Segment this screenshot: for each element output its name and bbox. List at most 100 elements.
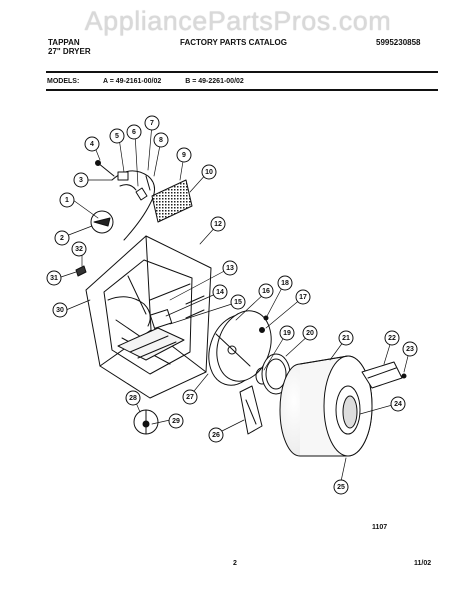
- model-b: B = 49-2261-00/02: [185, 78, 244, 85]
- callout-bubble: [279, 325, 295, 341]
- callout-29: 29: [168, 413, 184, 429]
- wire-harness: [95, 160, 155, 241]
- callout-label: 26: [212, 432, 220, 439]
- callout-label: 9: [182, 152, 186, 159]
- callout-22: 22: [384, 330, 400, 346]
- callout-bubble: [208, 427, 224, 443]
- callout-label: 7: [150, 120, 154, 127]
- callout-23: 23: [402, 341, 418, 357]
- callout-label: 12: [214, 221, 222, 228]
- callout-12: 12: [210, 216, 226, 232]
- callout-bubble: [52, 302, 68, 318]
- callout-bubble: [258, 283, 274, 299]
- callout-label: 1: [65, 197, 69, 204]
- callout-3: 3: [73, 172, 89, 188]
- callout-bubble: [84, 136, 100, 152]
- callout-label: 10: [205, 169, 213, 176]
- callout-bubble: [71, 241, 87, 257]
- callout-label: 15: [234, 299, 242, 306]
- callout-bubble: [125, 390, 141, 406]
- callout-label: 32: [75, 246, 83, 253]
- callout-label: 23: [406, 346, 414, 353]
- callout-bubble: [333, 479, 349, 495]
- callout-label: 19: [283, 330, 291, 337]
- drum: [279, 355, 373, 457]
- callout-31: 31: [46, 270, 62, 286]
- callout-bubble: [109, 128, 125, 144]
- callout-bubble: [46, 270, 62, 286]
- callout-bubble: [402, 341, 418, 357]
- door-switch: [133, 409, 159, 435]
- callout-label: 8: [159, 137, 163, 144]
- callout-24: 24: [390, 396, 406, 412]
- header-brand-block: TAPPAN 27" DRYER: [48, 38, 91, 56]
- callout-bubble: [212, 284, 228, 300]
- drum-baffle: [361, 361, 403, 389]
- brand-name: TAPPAN: [48, 38, 80, 47]
- callout-20: 20: [302, 325, 318, 341]
- callout-bubble: [182, 389, 198, 405]
- callout-bubble: [144, 115, 160, 131]
- callout-label: 28: [129, 395, 137, 402]
- vent-grille: [151, 179, 193, 223]
- callout-label: 27: [186, 394, 194, 401]
- callout-14: 14: [212, 284, 228, 300]
- mounting-bracket: [239, 385, 263, 435]
- catalog-number: 5995230858: [376, 38, 421, 47]
- callout-26: 26: [208, 427, 224, 443]
- callout-label: 29: [172, 418, 180, 425]
- figure-code: 1107: [372, 524, 388, 531]
- callout-6: 6: [126, 124, 142, 140]
- callout-label: 17: [299, 294, 307, 301]
- callout-10: 10: [201, 164, 217, 180]
- callout-bubble: [126, 124, 142, 140]
- callout-7: 7: [144, 115, 160, 131]
- callout-bubble: [384, 330, 400, 346]
- callout-label: 21: [342, 335, 350, 342]
- callout-label: 3: [79, 177, 83, 184]
- callout-13: 13: [222, 260, 238, 276]
- header-rule-bottom: [46, 89, 438, 91]
- callout-label: 14: [216, 289, 224, 296]
- callout-bubble: [338, 330, 354, 346]
- callout-bubble: [201, 164, 217, 180]
- callout-bubble: [176, 147, 192, 163]
- product-name: 27" DRYER: [48, 47, 91, 56]
- callout-27: 27: [182, 389, 198, 405]
- callout-17: 17: [295, 289, 311, 305]
- page-number: 2: [233, 560, 237, 567]
- callout-label: 22: [388, 335, 396, 342]
- thermostat: [90, 210, 114, 234]
- callout-1: 1: [59, 192, 75, 208]
- callout-bubble: [230, 294, 246, 310]
- callout-16: 16: [258, 283, 274, 299]
- callout-label: 4: [90, 141, 94, 148]
- callout-8: 8: [153, 132, 169, 148]
- callout-label: 20: [306, 330, 314, 337]
- callout-5: 5: [109, 128, 125, 144]
- callout-label: 6: [132, 129, 136, 136]
- models-line: MODELS: A = 49-2161-00/02 B = 49-2261-00…: [47, 78, 266, 85]
- callout-28: 28: [125, 390, 141, 406]
- callout-15: 15: [230, 294, 246, 310]
- callout-9: 9: [176, 147, 192, 163]
- callout-label: 18: [281, 280, 289, 287]
- models-label: MODELS:: [47, 78, 80, 85]
- callout-32: 32: [71, 241, 87, 257]
- belt-clip: [75, 265, 87, 277]
- rear-bulkhead: [208, 310, 272, 386]
- cabinet-frame: [85, 235, 212, 399]
- callout-19: 19: [279, 325, 295, 341]
- callout-label: 2: [60, 235, 64, 242]
- callout-label: 24: [394, 401, 402, 408]
- callout-30: 30: [52, 302, 68, 318]
- callout-bubble: [59, 192, 75, 208]
- callout-label: 25: [337, 484, 345, 491]
- callout-label: 31: [50, 275, 58, 282]
- callout-bubble: [222, 260, 238, 276]
- callout-bubble: [277, 275, 293, 291]
- callout-label: 13: [226, 265, 234, 272]
- catalog-date: 11/02: [414, 560, 432, 567]
